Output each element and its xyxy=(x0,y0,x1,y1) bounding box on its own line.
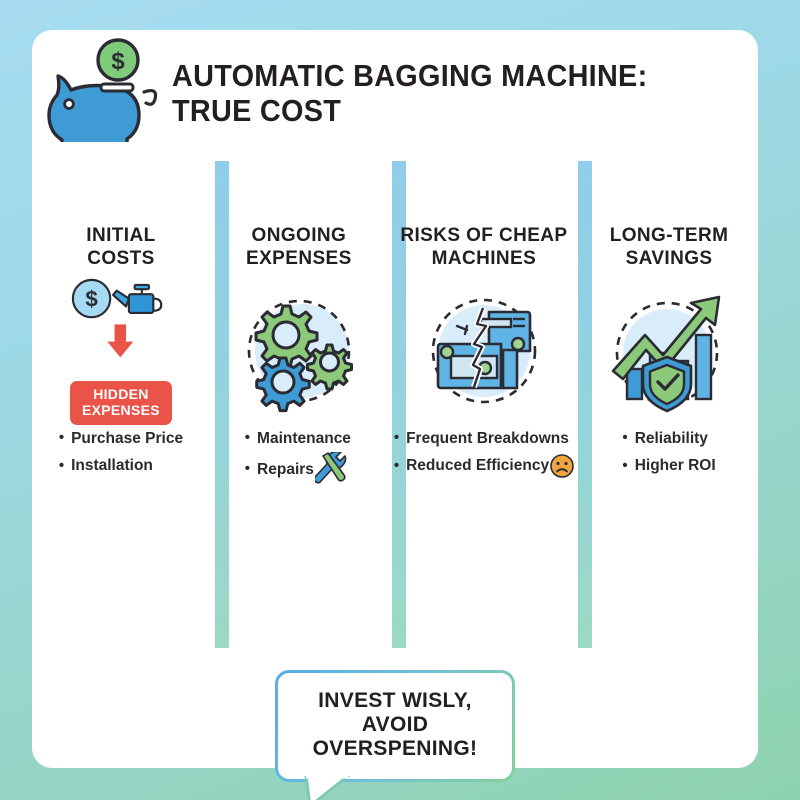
hidden-badge-line-2: EXPENSES xyxy=(82,402,160,419)
page-title: AUTOMATIC BAGGING MACHINE: TRUE COST xyxy=(172,52,647,129)
infographic-card: $ AUTOMATIC BAGGING MACHINE: TRUE COST I… xyxy=(32,30,758,800)
column-title-long-term-savings: LONG-TERM SAVINGS xyxy=(610,225,729,277)
callout-tail-icon xyxy=(304,776,350,800)
piggy-bank-icon: $ xyxy=(32,35,172,145)
callout-text: INVEST WISLY, AVOID OVERSPENING! xyxy=(292,689,498,761)
list-item: Reduced Efficiency xyxy=(394,452,574,479)
bullet-label: Higher ROI xyxy=(634,457,716,475)
bullet-list-long-term-savings: Reliability Higher ROI xyxy=(622,425,716,479)
column-initial-costs: INITIAL COSTS $ xyxy=(32,225,210,605)
bullet-label: Reliability xyxy=(634,430,708,447)
broken-machine-icon xyxy=(431,298,537,404)
column-divider-3 xyxy=(578,161,592,648)
list-item: Purchase Price xyxy=(59,425,183,452)
red-down-arrow-icon xyxy=(107,324,134,358)
sad-face-icon xyxy=(550,453,574,478)
callout-line-1: INVEST WISLY, AVOID xyxy=(318,689,472,737)
column-icon-long-term-savings xyxy=(605,277,733,425)
column-divider-1 xyxy=(215,161,229,648)
dollar-coin-icon: $ xyxy=(71,278,112,319)
hidden-badge-line-1: HIDDEN xyxy=(93,385,149,402)
wrench-screwdriver-icon xyxy=(314,452,353,486)
list-item: Repairs xyxy=(245,452,353,486)
columns-container: INITIAL COSTS $ xyxy=(32,225,758,605)
column-title-line-1: ONGOING xyxy=(251,225,347,246)
bullet-label: Frequent Breakdowns xyxy=(406,430,569,447)
list-item: Reliability xyxy=(622,425,715,452)
list-item: Higher ROI xyxy=(622,452,716,479)
header: $ AUTOMATIC BAGGING MACHINE: TRUE COST xyxy=(32,30,758,150)
hidden-expenses-badge: HIDDEN EXPENSES xyxy=(70,380,172,425)
column-title-line-2: COSTS xyxy=(87,247,155,269)
bullet-list-ongoing-expenses: Maintenance Repairs xyxy=(245,425,353,486)
page-title-line-1: AUTOMATIC BAGGING MACHINE: xyxy=(172,57,648,93)
column-icon-risks xyxy=(421,277,547,425)
column-divider-2 xyxy=(392,161,406,648)
page-title-line-2: TRUE COST xyxy=(172,93,342,128)
bullet-label: Purchase Price xyxy=(71,430,184,447)
oil-can-icon xyxy=(111,283,163,314)
gears-icon xyxy=(247,299,353,413)
bullet-list-risks: Frequent Breakdowns Reduced Efficiency xyxy=(394,425,574,479)
list-item: Maintenance xyxy=(245,425,353,452)
column-title-line-2: MACHINES xyxy=(431,247,537,269)
bullet-list-initial-costs: Purchase Price Installation xyxy=(59,425,183,479)
column-title-line-2: SAVINGS xyxy=(625,247,713,269)
callout-bubble: INVEST WISLY, AVOID OVERSPENING! xyxy=(275,670,515,800)
column-title-line-1: INITIAL xyxy=(86,225,156,246)
bullet-label: Reduced Efficiency xyxy=(406,457,550,475)
list-item: Frequent Breakdowns xyxy=(394,425,574,452)
column-long-term-savings: LONG-TERM SAVINGS xyxy=(580,225,758,605)
column-title-line-2: EXPENSES xyxy=(246,247,352,269)
column-title-line-1: LONG-TERM xyxy=(609,225,729,246)
bullet-label: Maintenance xyxy=(257,430,351,447)
column-icon-ongoing-expenses xyxy=(236,277,362,425)
svg-text:$: $ xyxy=(85,286,98,311)
bullet-label: Installation xyxy=(71,457,153,475)
list-item: Installation xyxy=(59,452,183,479)
column-ongoing-expenses: ONGOING EXPENSES xyxy=(210,225,388,605)
column-title-risks: RISKS OF CHEAP MACHINES xyxy=(400,225,567,277)
svg-text:$: $ xyxy=(111,48,125,75)
callout-container: INVEST WISLY, AVOID OVERSPENING! xyxy=(32,670,758,800)
column-title-initial-costs: INITIAL COSTS xyxy=(86,225,155,277)
bullet-label: Repairs xyxy=(257,460,314,478)
column-risks-of-cheap-machines: RISKS OF CHEAP MACHINES xyxy=(388,225,580,605)
callout-line-2: OVERSPENING! xyxy=(312,737,478,761)
column-title-ongoing-expenses: ONGOING EXPENSES xyxy=(246,225,352,277)
column-title-line-1: RISKS OF CHEAP xyxy=(400,225,568,246)
growth-chart-shield-icon xyxy=(611,295,721,413)
column-icon-initial-costs: $ HIDDEN xyxy=(47,277,195,425)
